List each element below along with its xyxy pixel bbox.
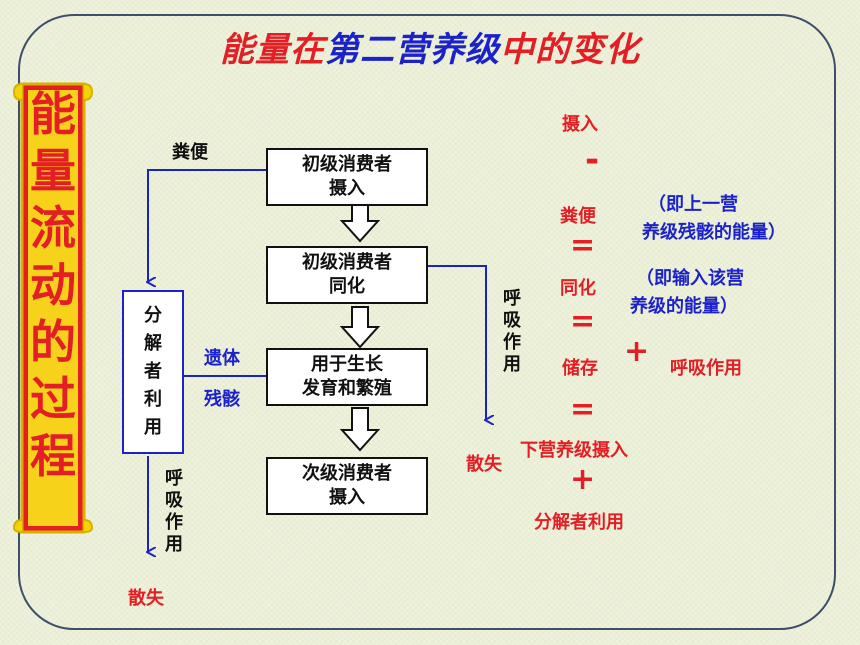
decomposer-char: 者 (144, 361, 162, 382)
eq-minus: - (584, 140, 600, 180)
eq-intake: 摄入 (562, 114, 598, 135)
label-respiration-right: 呼 吸 作 用 (503, 288, 521, 375)
eq-assim-note-2: 养级的能量） (630, 296, 738, 317)
slide-title: 能量在第二营养级中的变化 (0, 22, 860, 71)
box-primary-assimilation: 初级消费者 同化 (266, 246, 428, 304)
eq-assimilation: 同化 (560, 278, 596, 299)
hollow-arrow-1 (339, 204, 381, 243)
box-primary-intake: 初级消费者 摄入 (266, 148, 428, 206)
label-respiration-left: 呼 吸 作 用 (165, 468, 183, 555)
eq-feces: 粪便 (560, 206, 596, 227)
title-part-3: 中的变化 (500, 30, 640, 70)
side-title: 能量流动的过程 (30, 87, 76, 483)
box-secondary-intake: 次级消费者 摄入 (266, 457, 428, 515)
eq-assim-note-1: （即输入该营 (636, 268, 744, 289)
eq-respiration: 呼吸作用 (670, 358, 742, 379)
eq-storage: 储存 (562, 358, 598, 379)
title-part-2: 第二营养级 (325, 30, 500, 70)
box-growth-reproduction: 用于生长 发育和繁殖 (266, 348, 428, 406)
label-feces: 粪便 (172, 142, 208, 163)
eq-feces-note-2: 养级残骸的能量） (642, 222, 786, 243)
title-part-1: 能量在 (220, 30, 325, 70)
eq-plus-1: + (624, 334, 650, 369)
decomposer-char: 用 (144, 417, 162, 438)
label-dissipate-right: 散失 (466, 454, 502, 475)
eq-equals-2: = (570, 304, 596, 339)
label-remains-2: 残骸 (204, 389, 240, 410)
scroll-banner (12, 82, 94, 534)
decomposer-char: 解 (144, 333, 162, 354)
eq-equals-1: = (570, 228, 596, 263)
slide-frame (18, 14, 836, 630)
label-dissipate-left: 散失 (128, 588, 164, 609)
eq-feces-note-1: （即上一营 (648, 194, 738, 215)
label-remains-1: 遗体 (204, 348, 240, 369)
eq-next-intake: 下营养级摄入 (520, 440, 628, 461)
eq-equals-3: = (570, 392, 596, 427)
decomposer-char: 利 (144, 389, 162, 410)
decomposer-char: 分 (144, 305, 162, 326)
box-decomposer: 分 解 者 利 用 (122, 290, 184, 454)
hollow-arrow-2 (339, 306, 381, 349)
eq-decomposer: 分解者利用 (534, 512, 624, 533)
hollow-arrow-3 (339, 407, 381, 452)
eq-plus-2: + (570, 462, 596, 497)
